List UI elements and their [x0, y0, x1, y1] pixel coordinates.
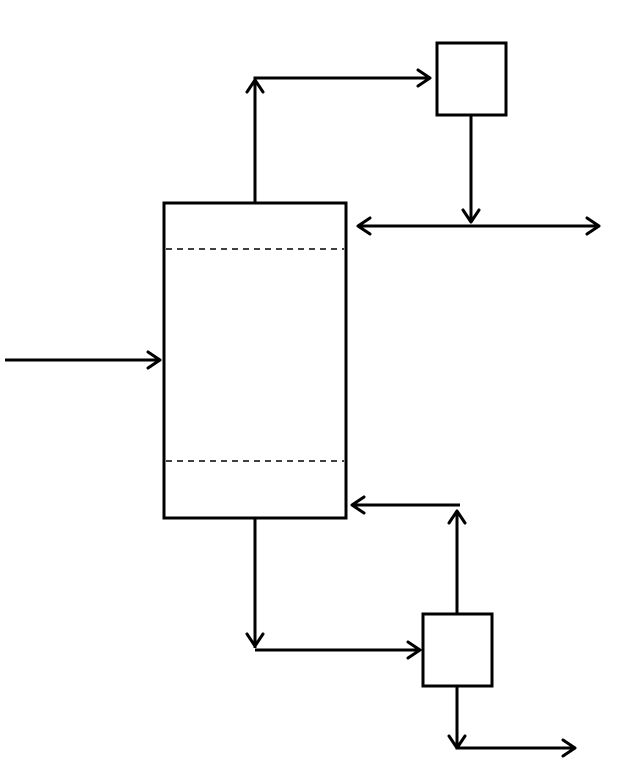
- feed-stream: [5, 350, 162, 370]
- boilup-left-arrowhead: [350, 495, 366, 515]
- overhead-vapor-up-arrowhead: [245, 78, 265, 94]
- bottoms-product-line: [455, 686, 575, 750]
- bottoms-product-right-arrowhead: [561, 738, 577, 758]
- bottoms-liquid-stream: [245, 518, 422, 660]
- bottoms-liquid-down-arrowhead: [245, 632, 265, 648]
- boilup-up-arrowhead: [447, 509, 467, 525]
- feed-arrowhead: [146, 350, 162, 370]
- overhead-vapor-line: [253, 76, 260, 203]
- overhead-header-stream: [356, 216, 601, 236]
- overhead-unit-box: [435, 41, 508, 117]
- bottoms-liquid-right-arrowhead: [406, 640, 422, 660]
- distillation-column: [162, 201, 348, 520]
- boilup-vapor-stream: [350, 495, 467, 614]
- overhead-vapor-right-arrowhead: [416, 68, 432, 88]
- bottoms-unit-box: [421, 612, 494, 688]
- bottoms-product-stream: [447, 686, 577, 758]
- top-unit-outlet-stream: [461, 115, 481, 224]
- reflux-arrowhead: [356, 216, 372, 236]
- overhead-vapor-stream: [245, 68, 432, 203]
- bottoms-product-down-arrowhead: [447, 734, 467, 750]
- top-unit-outlet-arrowhead: [461, 208, 481, 224]
- distillate-arrowhead: [585, 216, 601, 236]
